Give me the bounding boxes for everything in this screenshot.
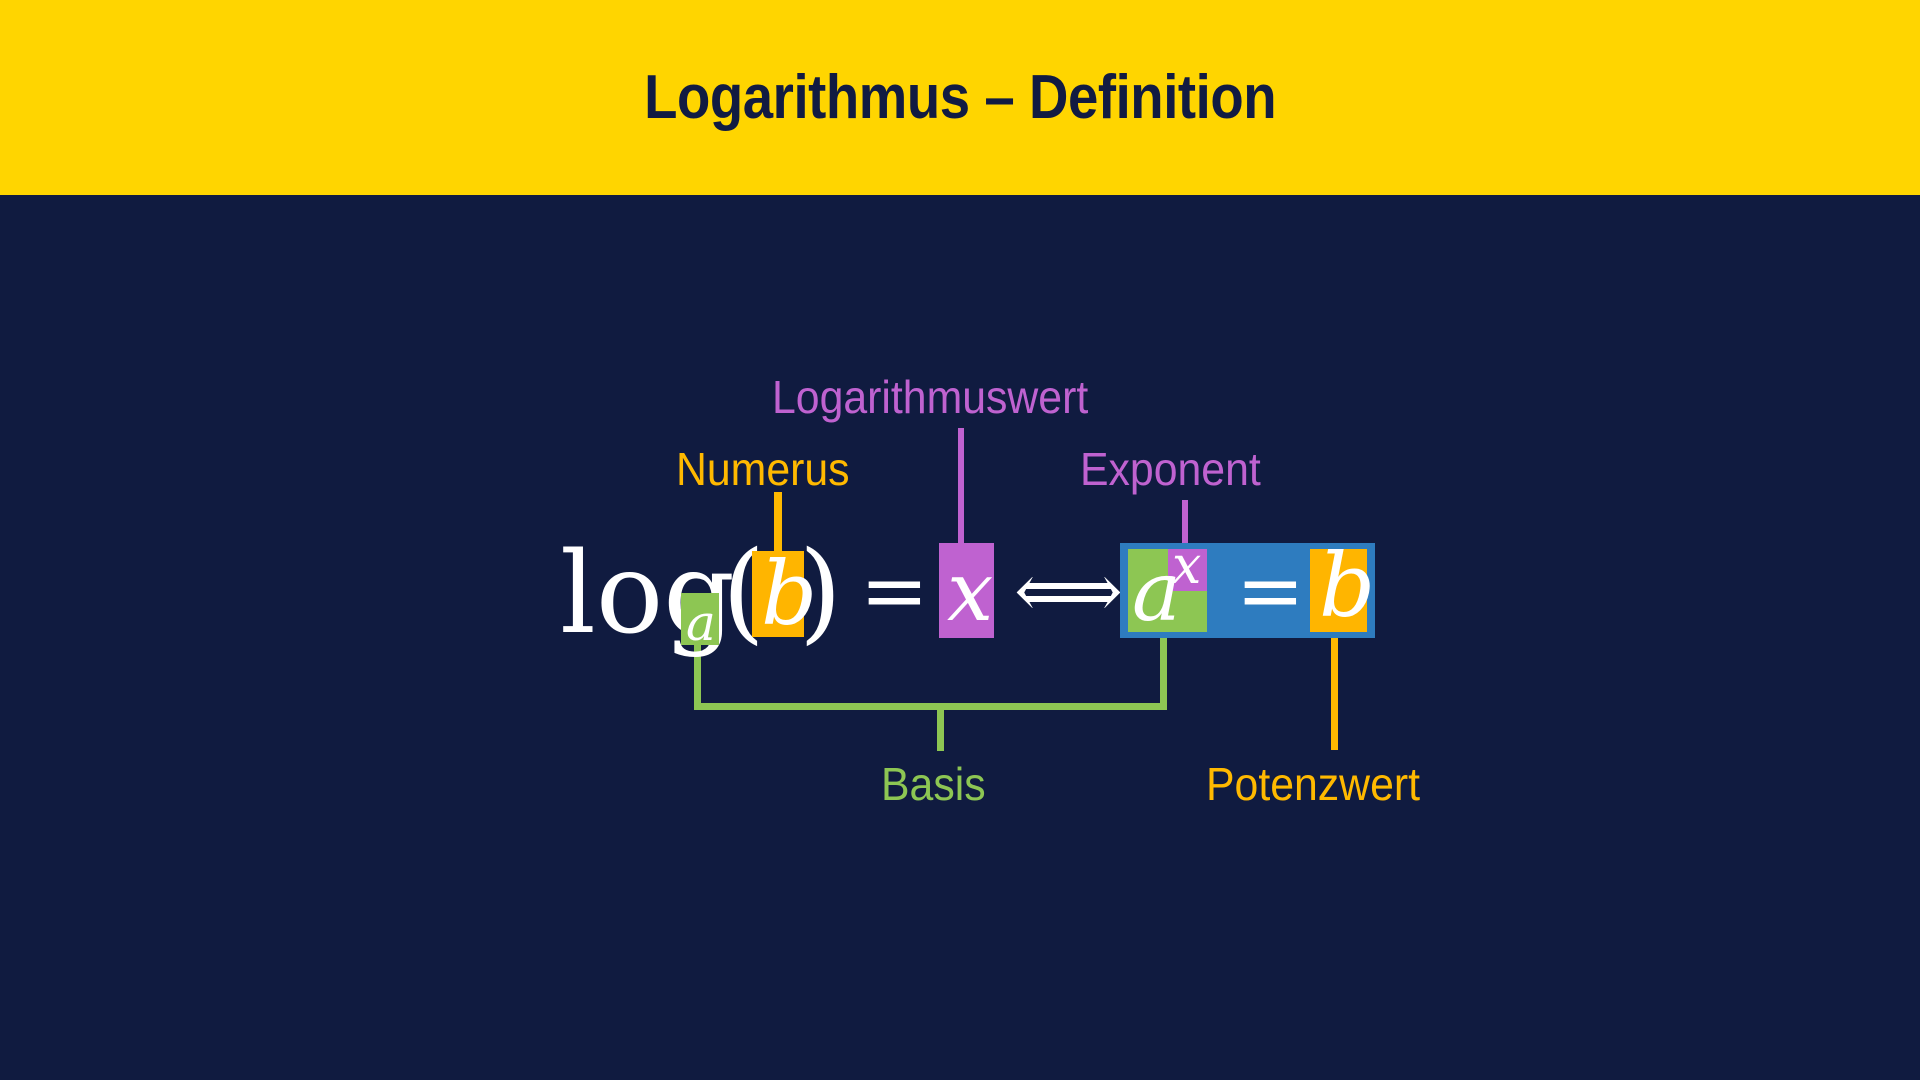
formula-logarithm-value: x — [947, 545, 994, 640]
label-potenzwert: Potenzwert — [1206, 758, 1421, 810]
formula-exponent: x — [1172, 536, 1202, 596]
page-title: Logarithmus – Definition — [643, 63, 1277, 132]
formula-equals-right: = — [1236, 544, 1305, 639]
connector-basis-right-stem — [1160, 634, 1167, 710]
connector-basis-center-stem — [937, 703, 944, 751]
label-logarithmuswert: Logarithmuswert — [772, 371, 1089, 423]
formula-numerus: b — [761, 542, 818, 645]
slide-header-bar: Logarithmus – Definition — [0, 0, 1920, 195]
formula-base-subscript-box — [681, 593, 719, 645]
formula-power-value: b — [1319, 534, 1376, 637]
connector-numerus — [774, 492, 782, 552]
connector-basis-left-stem — [694, 634, 701, 710]
connector-potenzwert — [1331, 634, 1338, 750]
connector-exponent — [1182, 500, 1188, 552]
formula-equivalence-symbol: ⟺ — [1014, 546, 1123, 635]
formula-logarithm-value-box — [939, 543, 994, 638]
connector-basis-bar — [694, 703, 1167, 710]
label-basis: Basis — [881, 758, 986, 810]
connector-logarithmuswert — [958, 428, 964, 543]
formula-exponent-box — [1168, 549, 1207, 591]
label-numerus: Numerus — [676, 443, 850, 495]
label-exponent: Exponent — [1080, 443, 1261, 495]
formula-close-paren: ) — [799, 527, 842, 655]
formula-numerus-box — [752, 551, 804, 637]
formula-equals-left: = — [860, 544, 929, 639]
formula-power-base: a — [1132, 545, 1181, 640]
formula-base-subscript: a — [686, 594, 716, 652]
formula-power-value-box — [1310, 549, 1367, 632]
